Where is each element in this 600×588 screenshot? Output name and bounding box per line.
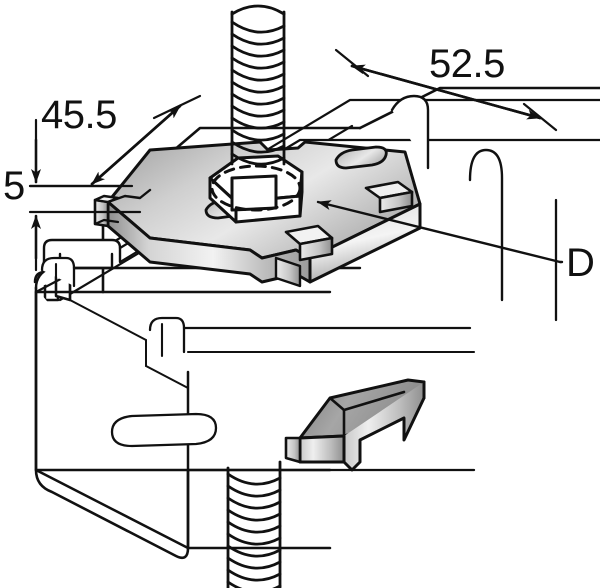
- channel-nut: [284, 378, 426, 472]
- dimension-label-52-5: 52.5: [429, 42, 505, 86]
- threaded-rod-upper: [230, 4, 286, 166]
- callout-D-leader: [316, 200, 564, 264]
- callout-label-D: D: [566, 241, 595, 285]
- dimension-label-45-5: 45.5: [41, 93, 117, 137]
- dimension-label-5: 5: [3, 164, 25, 208]
- dimension-5: [28, 118, 142, 272]
- dimension-52-5: [334, 48, 558, 132]
- hex-nut: [208, 154, 304, 224]
- threaded-rod-lower: [226, 460, 282, 588]
